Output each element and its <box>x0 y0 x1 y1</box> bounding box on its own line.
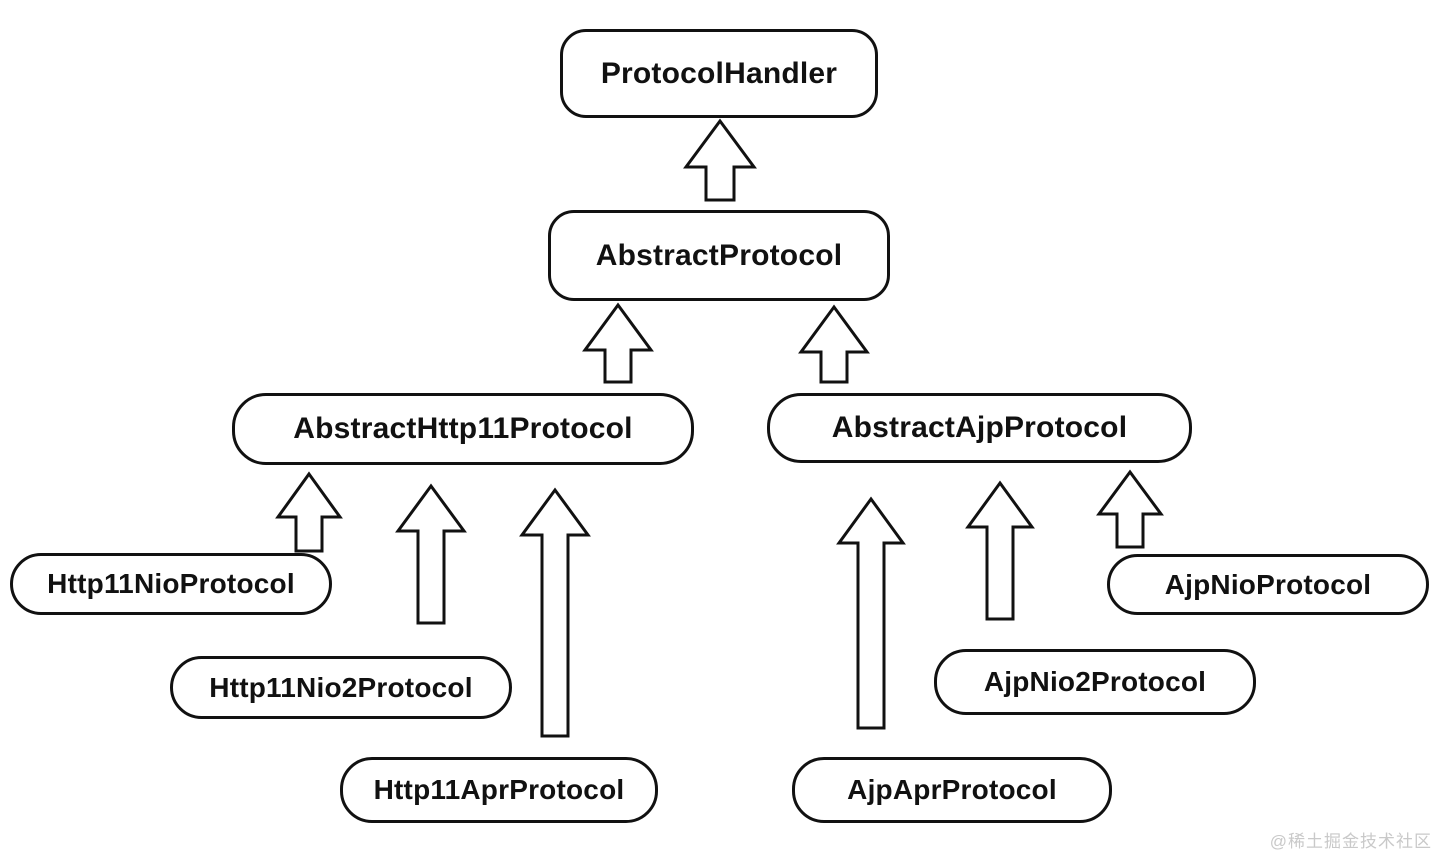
arrow-http11apr-to-abstracthttp11 <box>519 487 591 738</box>
node-abstractajpprotocol: AbstractAjpProtocol <box>767 393 1192 463</box>
arrow-http11nio2-to-abstracthttp11 <box>395 483 467 625</box>
arrow-abstractprotocol-to-protocolhandler <box>683 118 757 202</box>
arrow-abstractajp-to-abstractprotocol <box>798 304 870 384</box>
node-ajpnioprotocol: AjpNioProtocol <box>1107 554 1429 615</box>
arrow-abstracthttp11-to-abstractprotocol <box>582 302 654 384</box>
node-ajpaprprotocol: AjpAprProtocol <box>792 757 1112 823</box>
node-http11nio2protocol: Http11Nio2Protocol <box>170 656 512 719</box>
node-ajpnio2protocol: AjpNio2Protocol <box>934 649 1256 715</box>
arrow-ajpnio2-to-abstractajp <box>965 480 1035 621</box>
arrow-ajpnio-to-abstractajp <box>1096 469 1164 549</box>
node-http11nioprotocol: Http11NioProtocol <box>10 553 332 615</box>
node-http11aprprotocol: Http11AprProtocol <box>340 757 658 823</box>
node-abstractprotocol: AbstractProtocol <box>548 210 890 301</box>
arrow-http11nio-to-abstracthttp11 <box>275 471 343 553</box>
node-protocolhandler: ProtocolHandler <box>560 29 878 118</box>
arrow-ajpapr-to-abstractajp <box>836 496 906 730</box>
watermark-text: @稀土掘金技术社区 <box>1269 832 1432 851</box>
node-abstracthttp11protocol: AbstractHttp11Protocol <box>232 393 694 465</box>
